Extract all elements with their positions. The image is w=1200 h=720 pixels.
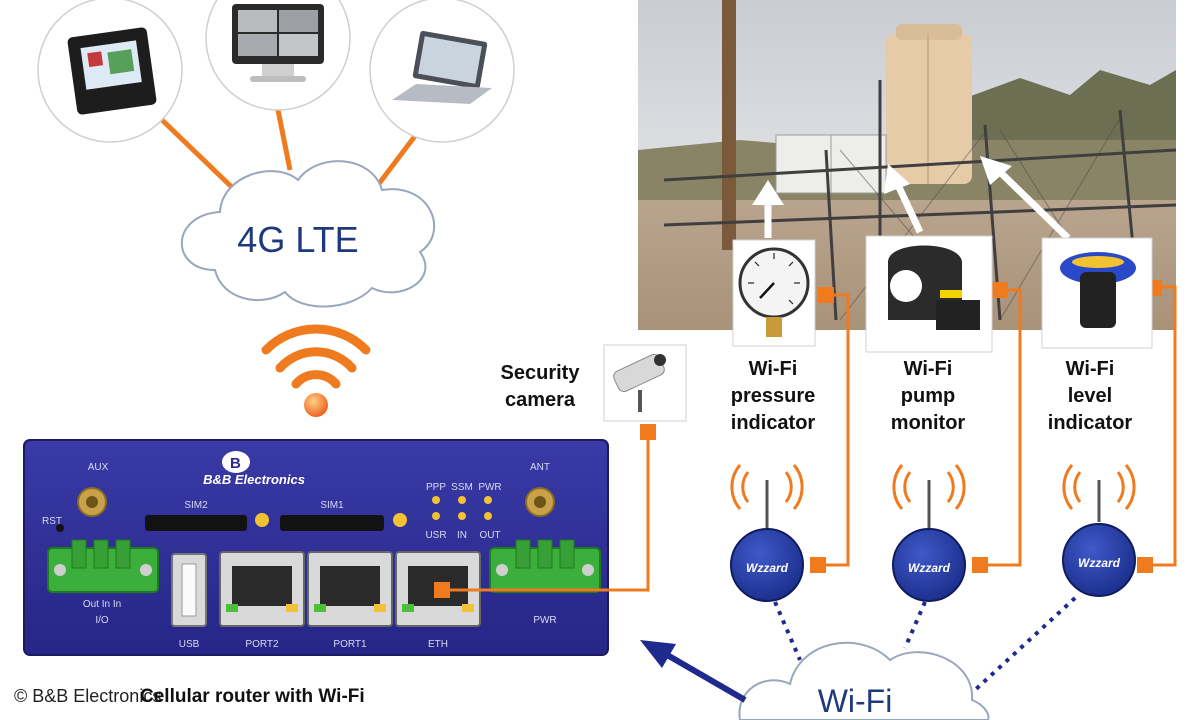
wireless-node-3: Wzzard [1062, 464, 1136, 597]
security-camera-label-line-2: camera [504, 389, 576, 411]
node-label-2: Wzzard [908, 561, 951, 575]
copyright: © B&B Electronics [14, 686, 162, 706]
diagram-caption: Cellular router with Wi-Fi [140, 686, 365, 707]
node-label-1: Wzzard [746, 561, 789, 575]
lte-cloud-label: 4G LTE [237, 219, 358, 260]
io-pins-label: Out In In [83, 599, 121, 610]
led-label-ppp: PPP [426, 482, 446, 493]
photo-arrows [752, 156, 1071, 241]
remote-devices [37, 0, 515, 197]
wireless-node-1: Wzzard [730, 464, 804, 602]
wired-links [442, 285, 1177, 592]
level-label-line-3: indicator [1047, 412, 1133, 434]
aux-antenna-connector-icon [77, 487, 107, 517]
usb-label: USB [179, 639, 200, 650]
io-terminal-block [47, 539, 159, 593]
pressure-label-line-1: Wi-Fi [748, 358, 798, 380]
eth-label: ETH [428, 639, 448, 650]
pump-label-line-2: pump [900, 385, 956, 407]
cellular-signal-icon [261, 324, 371, 417]
led-label-usr: USR [425, 530, 446, 541]
led-label-out: OUT [479, 530, 500, 541]
pressure-label-line-2: pressure [730, 385, 816, 407]
aux-label: AUX [88, 462, 109, 473]
security-camera-label-line-1: Security [500, 362, 580, 384]
level-indicator-icon [1041, 237, 1153, 349]
level-indicator-label: Wi-Fi level indicator [1030, 356, 1150, 437]
port2-label: PORT2 [245, 639, 279, 650]
ant-label: ANT [530, 462, 550, 473]
pump-label-line-3: monitor [890, 412, 966, 434]
level-label-line-2: level [1067, 385, 1113, 407]
security-camera-icon [603, 344, 687, 422]
port1-label: PORT1 [333, 639, 367, 650]
led-label-pwr: PWR [478, 482, 501, 493]
lte-links [158, 109, 420, 197]
node-label-3: Wzzard [1078, 556, 1121, 570]
io-label: I/O [95, 615, 109, 626]
sim2-slot [145, 515, 247, 531]
wireless-node-2: Wzzard [892, 464, 966, 602]
pressure-gauge-icon [732, 239, 816, 347]
led-label-in: IN [457, 530, 467, 541]
pressure-label-line-3: indicator [730, 412, 816, 434]
pump-monitor-label: Wi-Fi pump monitor [868, 356, 988, 437]
wifi-cloud [738, 641, 990, 720]
sim1-slot [280, 515, 384, 531]
bb-logo-icon: B [222, 451, 250, 473]
sim2-led-icon [255, 513, 269, 527]
wifi-links [773, 596, 1077, 692]
port1-ethernet-icon [307, 551, 393, 627]
sim1-led-icon [393, 513, 407, 527]
laptop-icon [369, 0, 515, 143]
cellular-router: B [23, 439, 609, 656]
usb-port-icon [171, 553, 207, 627]
pump-monitor-icon [865, 235, 993, 353]
security-camera-label: Security camera [490, 360, 590, 414]
monitor-icon [205, 0, 351, 111]
led-label-ssm: SSM [451, 482, 473, 493]
wifi-to-router-arrow-icon [640, 640, 747, 703]
pump-label-line-1: Wi-Fi [903, 358, 953, 380]
level-label-line-1: Wi-Fi [1065, 358, 1115, 380]
pwr-label: PWR [533, 615, 556, 626]
router-brand: B&B Electronics [203, 472, 305, 487]
port2-ethernet-icon [219, 551, 305, 627]
rst-label: RST [42, 516, 62, 527]
power-terminal-block [489, 539, 601, 593]
hmi-panel-icon [37, 0, 183, 143]
sim2-label: SIM2 [184, 500, 208, 511]
lte-cloud [180, 160, 436, 308]
ant-antenna-connector-icon [525, 487, 555, 517]
svg-text:B: B [230, 455, 241, 472]
sim1-label: SIM1 [320, 500, 344, 511]
status-leds [432, 496, 492, 520]
pressure-indicator-label: Wi-Fi pressure indicator [708, 356, 838, 437]
wifi-cloud-label: Wi-Fi [818, 683, 893, 719]
